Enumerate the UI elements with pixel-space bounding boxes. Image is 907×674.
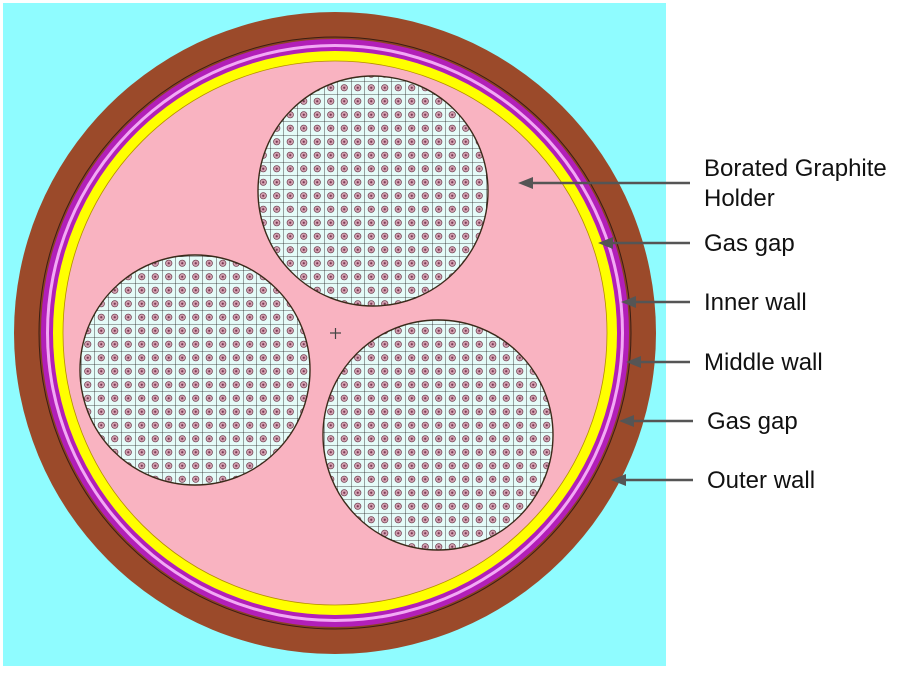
label-outer-gas-gap: Gas gap [707,408,798,435]
arrow-outer-gas-gap-head [619,415,634,427]
arrow-outer-wall-head [611,474,626,486]
label-borated-graphite-holder: Borated Graphite Holder [704,154,887,214]
arrow-inner-wall-head [621,296,636,308]
fuel-assembly-bottom-right [322,319,554,551]
label-middle-wall: Middle wall [704,349,823,376]
label-holder-line: Borated Graphite Holder [704,155,887,212]
label-inner-wall: Inner wall [704,289,807,316]
arrow-middle-wall-head [626,356,641,368]
center-marker [330,328,341,339]
arrow-holder-head [518,177,533,189]
label-outer-wall: Outer wall [707,467,816,494]
fuel-assembly-left [79,254,311,486]
fuel-assembly-top [257,75,489,307]
label-inner-gas-gap: Gas gap [704,230,795,257]
arrow-inner-gas-gap-head [598,237,613,249]
